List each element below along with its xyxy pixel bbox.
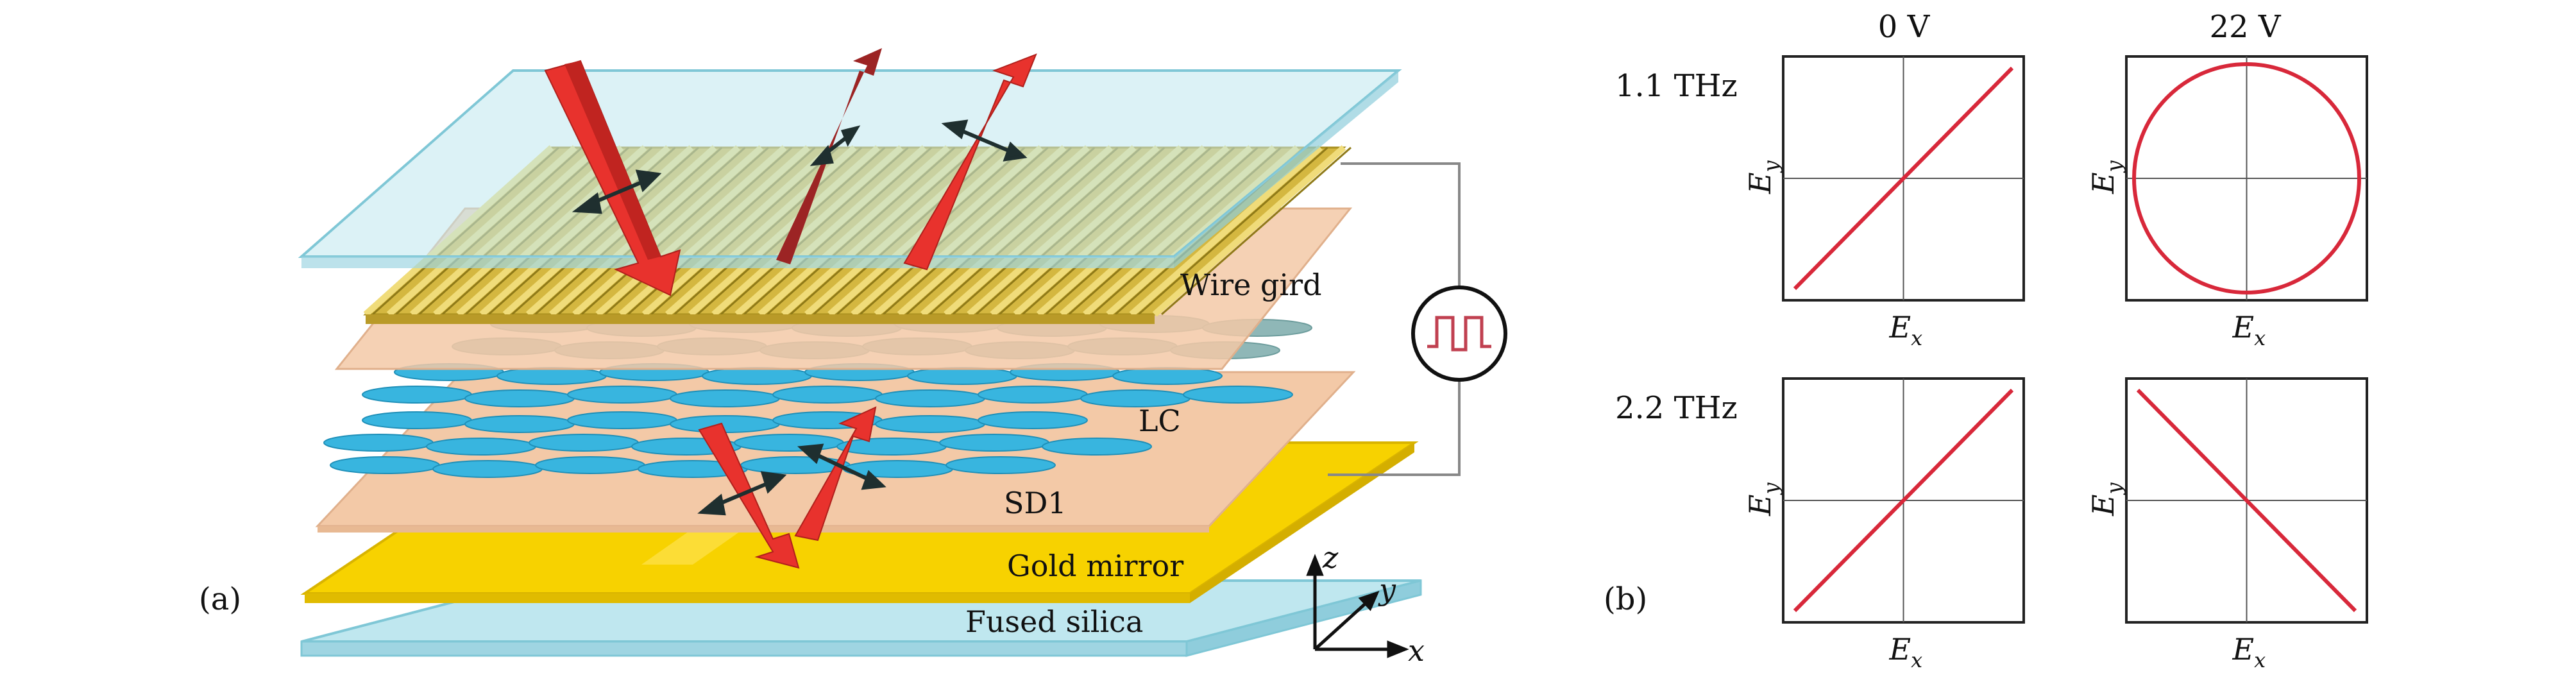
axis-label-ex: Ex — [2232, 310, 2266, 350]
polarization-trace — [2132, 62, 2361, 294]
lc-molecule — [1183, 386, 1293, 404]
lc-molecule — [702, 367, 812, 385]
column-label-22v: 22 V — [2210, 9, 2282, 45]
lc-molecule — [432, 460, 543, 478]
column-label-0v: 0 V — [1878, 9, 1931, 45]
axis-label-z: z — [1322, 540, 1339, 575]
lc-molecule — [875, 415, 985, 433]
lc-molecule — [939, 434, 1049, 452]
lc-molecule — [670, 389, 780, 407]
coordinate-axes — [1306, 554, 1409, 658]
label-lc: LC — [1139, 404, 1181, 438]
lc-molecule — [362, 411, 472, 429]
label-gold-mirror: Gold mirror — [1007, 549, 1183, 583]
voltage-source-icon — [1411, 286, 1507, 382]
panel-a: Wire gird LC SD1 Gold mirror Fused silic… — [199, 48, 1507, 668]
panel-b-label: (b) — [1604, 581, 1647, 617]
lower-reflected-beam — [794, 406, 877, 541]
label-sd1: SD1 — [1004, 486, 1067, 520]
lc-molecule — [1042, 438, 1152, 456]
polarization-trace — [2136, 388, 2357, 613]
polarization-arrow-4 — [697, 471, 787, 516]
lc-molecule — [330, 456, 440, 474]
lower-incident-beam — [698, 422, 800, 569]
lc-molecule — [978, 411, 1088, 429]
axis-label-ey: Ey — [1743, 160, 1783, 194]
lc-molecule — [496, 367, 607, 385]
row-label-1-1thz: 1.1 THz — [1615, 68, 1738, 104]
axis-label-ex: Ex — [1889, 310, 1923, 350]
label-fused-silica: Fused silica — [965, 604, 1143, 639]
axis-label-x: x — [1408, 633, 1425, 668]
panel-b: (b) 0 V 22 V 1.1 THz 2.2 THz ExEyExEyExE… — [1604, 9, 2368, 672]
circuit-wire — [1328, 162, 1461, 476]
lc-molecule — [323, 434, 434, 452]
axis-label-ex: Ex — [2232, 632, 2266, 672]
incident-beam — [544, 60, 681, 296]
lc-molecule — [529, 434, 639, 452]
axis-label-ey: Ey — [2086, 160, 2126, 194]
wire-stripe — [1129, 145, 1323, 317]
polarization-plot: Ex Ey — [2086, 377, 2368, 672]
lc-molecule — [907, 367, 1017, 385]
lc-molecule — [426, 438, 536, 456]
lc-molecule — [875, 389, 985, 407]
lc-molecule — [567, 411, 677, 429]
axis-label-y: y — [1378, 572, 1396, 607]
polarization-arrow-3 — [941, 119, 1028, 162]
axis-label-ey: Ey — [1743, 482, 1783, 516]
polarization-arrow-2 — [809, 125, 861, 166]
polarization-plot: Ex Ey — [2086, 55, 2368, 350]
label-wire-grid: Wire gird — [1180, 268, 1322, 302]
lc-molecule — [1112, 367, 1223, 385]
wire-stripe — [1152, 145, 1346, 317]
axis-label-ex: Ex — [1889, 632, 1923, 672]
lc-molecule — [734, 434, 844, 452]
lc-molecule — [464, 389, 575, 407]
lc-molecule — [567, 386, 677, 404]
wire-stripe-shadow — [1137, 146, 1328, 316]
polarization-trace — [1793, 388, 2014, 613]
lc-molecule — [535, 456, 645, 474]
lc-molecule — [464, 415, 575, 433]
polarization-plot: Ex Ey — [1743, 55, 2025, 350]
polarization-arrow-5 — [797, 443, 886, 490]
polarization-arrow-1 — [572, 169, 662, 214]
axis-label-ey: Ey — [2086, 482, 2126, 516]
panel-a-label: (a) — [199, 581, 241, 617]
lc-molecule — [978, 386, 1088, 404]
lc-molecule — [945, 456, 1056, 474]
reflected-beam-red — [903, 53, 1037, 271]
lc-molecule — [772, 386, 883, 404]
lc-molecule — [836, 438, 947, 456]
lc-molecule — [362, 386, 472, 404]
wire-stripe-shadow — [1161, 146, 1352, 316]
polarization-trace — [1793, 66, 2014, 291]
polarization-plot: Ex Ey — [1743, 377, 2025, 672]
reflected-beam-dark — [776, 48, 882, 264]
row-label-2-2thz: 2.2 THz — [1615, 390, 1738, 426]
